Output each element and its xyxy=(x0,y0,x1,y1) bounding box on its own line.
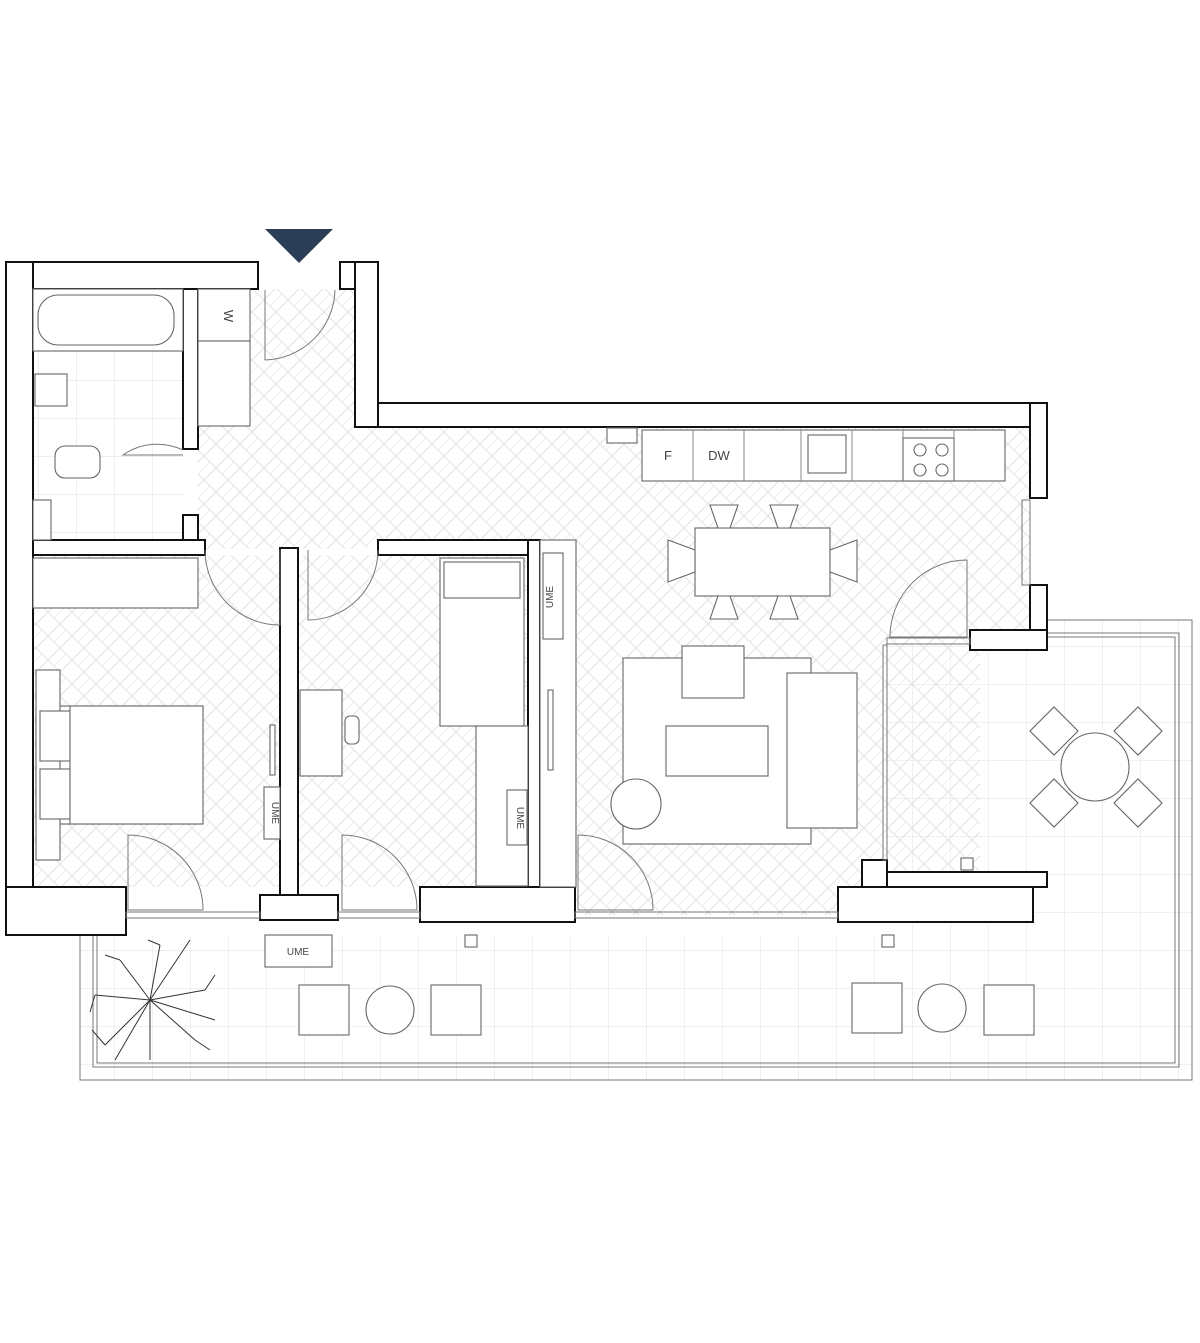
kitchen-sink-icon xyxy=(807,434,847,474)
doors xyxy=(121,289,968,911)
entrance-marker-icon xyxy=(265,229,333,263)
terrace-furniture xyxy=(89,706,1163,1061)
fridge-label: F xyxy=(664,448,672,463)
ume-room-label: UME xyxy=(514,807,525,830)
armchair-icon xyxy=(681,645,745,699)
second-bedroom xyxy=(299,557,529,887)
living-area xyxy=(610,645,858,845)
dining-table xyxy=(667,504,858,620)
sofa-icon xyxy=(786,672,858,829)
ume-hall-label: UME xyxy=(545,586,556,609)
windows xyxy=(125,499,1031,919)
desk xyxy=(299,689,343,777)
kitchen-counter xyxy=(606,427,1006,482)
ume-room xyxy=(506,789,528,846)
sink-icon xyxy=(34,373,68,407)
office-chair-icon xyxy=(344,715,360,745)
ume-bedroom-label: UME xyxy=(269,802,280,825)
ume-hall xyxy=(542,552,564,640)
tree-icon xyxy=(89,939,216,1061)
ume-terrace xyxy=(264,934,333,968)
ume-bedroom xyxy=(263,786,281,840)
walls xyxy=(5,261,1048,936)
bathtub-icon xyxy=(37,294,175,346)
washer-label: W xyxy=(221,310,236,323)
ume-terrace-label: UME xyxy=(287,947,310,958)
toilet-icon xyxy=(54,445,101,479)
coffee-table xyxy=(665,725,769,777)
side-table xyxy=(610,778,662,830)
bedroom xyxy=(32,557,281,861)
dishwasher-label: DW xyxy=(708,448,730,463)
bathroom xyxy=(32,288,184,541)
